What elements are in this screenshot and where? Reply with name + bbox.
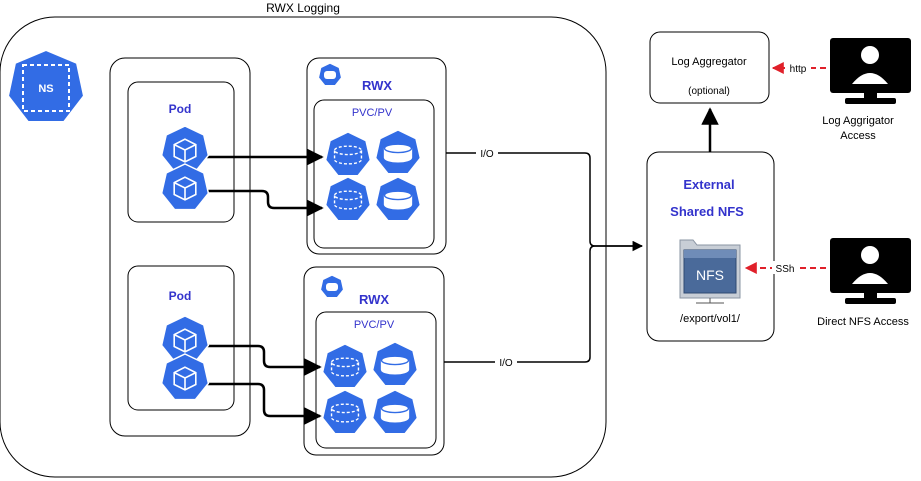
direct-access-label: Direct NFS Access	[817, 316, 909, 328]
pvc-icon-2b	[321, 389, 369, 435]
pvc-icon-1b	[324, 176, 372, 222]
pv-icon-1a	[374, 129, 422, 175]
rwx-label-2: RWX	[359, 292, 389, 307]
edge-pod1b-pvc1b	[206, 189, 324, 217]
pvc-label-1: PVC/PV	[352, 107, 393, 119]
pvc-icon-1a	[324, 131, 372, 177]
rwx-badge-icon-1	[317, 62, 343, 87]
diagram-title: RWX Logging	[266, 1, 340, 15]
log-access-label-1: Log Aggrigator	[822, 115, 894, 127]
log-aggregator-box	[649, 31, 770, 104]
edge-pod2a-pvc2a	[206, 344, 322, 376]
pv-icon-2a	[371, 341, 419, 387]
nfs-export-path: /export/vol1/	[680, 313, 741, 325]
io-label-bottom: I/O	[499, 358, 513, 369]
pod-label-1: Pod	[169, 102, 192, 116]
pvc-icon-2a	[321, 343, 369, 389]
log-aggregator-title: Log Aggregator	[671, 56, 747, 68]
io-label-top: I/O	[480, 149, 494, 160]
nfs-folder-icon: NFS	[679, 239, 741, 304]
log-access-label-2: Access	[840, 130, 876, 142]
namespace-icon: NS	[6, 48, 86, 123]
namespace-label: NS	[38, 83, 53, 95]
pv-icon-1b	[374, 176, 422, 222]
edge-pod2b-pvc2b	[206, 382, 322, 425]
pvc-box-1	[313, 99, 435, 249]
log-aggregator-subtitle: (optional)	[688, 86, 730, 97]
pv-icon-2b	[371, 389, 419, 435]
pod-icon-1b	[160, 163, 210, 211]
rwx-badge-icon-2	[319, 274, 345, 299]
external-nfs-title-2: Shared NFS	[670, 204, 744, 219]
pod-label-2: Pod	[169, 289, 192, 303]
external-nfs-title-1: External	[683, 177, 734, 192]
rwx-logging-boundary	[0, 16, 607, 478]
http-label: http	[790, 64, 807, 75]
ssh-label: SSh	[776, 264, 795, 275]
pod-icon-2b	[160, 353, 210, 401]
nfs-icon-text: NFS	[696, 267, 724, 283]
edge-io-bottom	[444, 245, 642, 363]
user-icon-direct-access	[830, 238, 911, 304]
pvc-label-2: PVC/PV	[354, 319, 395, 331]
rwx-label-1: RWX	[362, 78, 392, 93]
user-icon-log-access	[830, 38, 911, 104]
